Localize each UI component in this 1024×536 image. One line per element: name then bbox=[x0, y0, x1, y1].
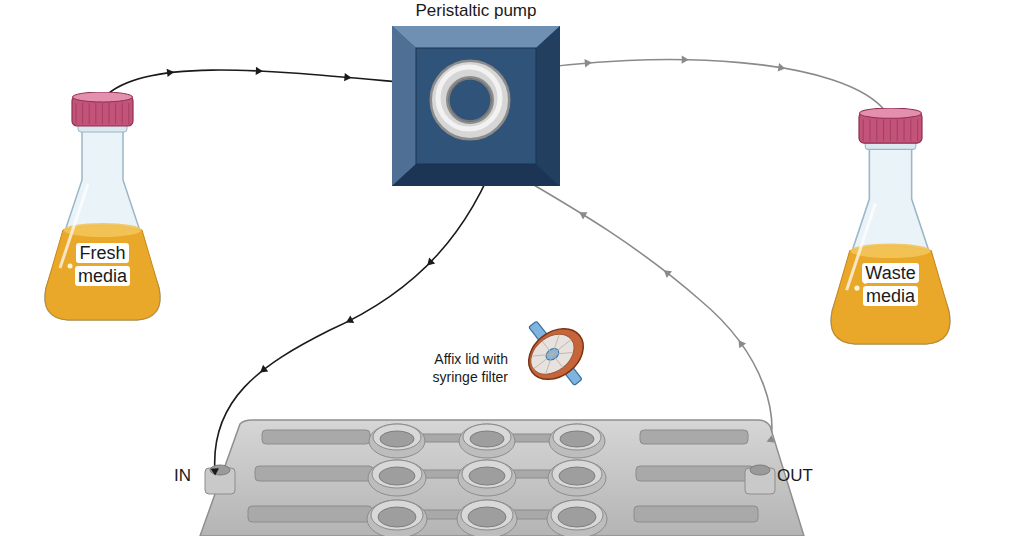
flow-arrowhead bbox=[344, 73, 351, 81]
flask-illustration bbox=[40, 92, 165, 322]
flow-arrowhead bbox=[427, 258, 435, 266]
flask-node: Fresh media bbox=[40, 92, 165, 322]
flask-node: Waste media bbox=[826, 108, 955, 346]
flask-illustration bbox=[826, 108, 955, 346]
node-label: Waste media bbox=[826, 262, 955, 308]
port-label: IN bbox=[174, 466, 204, 486]
microfluidic-plate bbox=[200, 420, 804, 536]
flow-arrowhead bbox=[778, 63, 786, 71]
flow-arrowhead bbox=[739, 340, 746, 348]
flow-arrowhead bbox=[260, 365, 268, 373]
pump-node: Peristaltic pump bbox=[392, 26, 560, 186]
flow-arrowhead bbox=[211, 468, 219, 475]
flow-arrowhead bbox=[167, 69, 174, 77]
flow-arrowhead bbox=[584, 59, 591, 67]
port-label: OUT bbox=[777, 466, 827, 486]
flow-connector bbox=[511, 55, 886, 112]
node-label: Fresh media bbox=[40, 242, 165, 288]
syringe-filter bbox=[509, 306, 602, 401]
flow-arrowhead bbox=[767, 435, 775, 442]
flow-arrowhead bbox=[256, 67, 263, 75]
node-heading: Peristaltic pump bbox=[372, 1, 580, 21]
flow-arrowhead bbox=[664, 270, 672, 278]
flow-arrowhead bbox=[682, 55, 689, 63]
pump-body bbox=[392, 26, 560, 186]
flow-arrowhead bbox=[346, 316, 354, 323]
note-label: Affix lid with syringe filter bbox=[412, 350, 508, 386]
flow-arrowhead bbox=[579, 212, 587, 219]
